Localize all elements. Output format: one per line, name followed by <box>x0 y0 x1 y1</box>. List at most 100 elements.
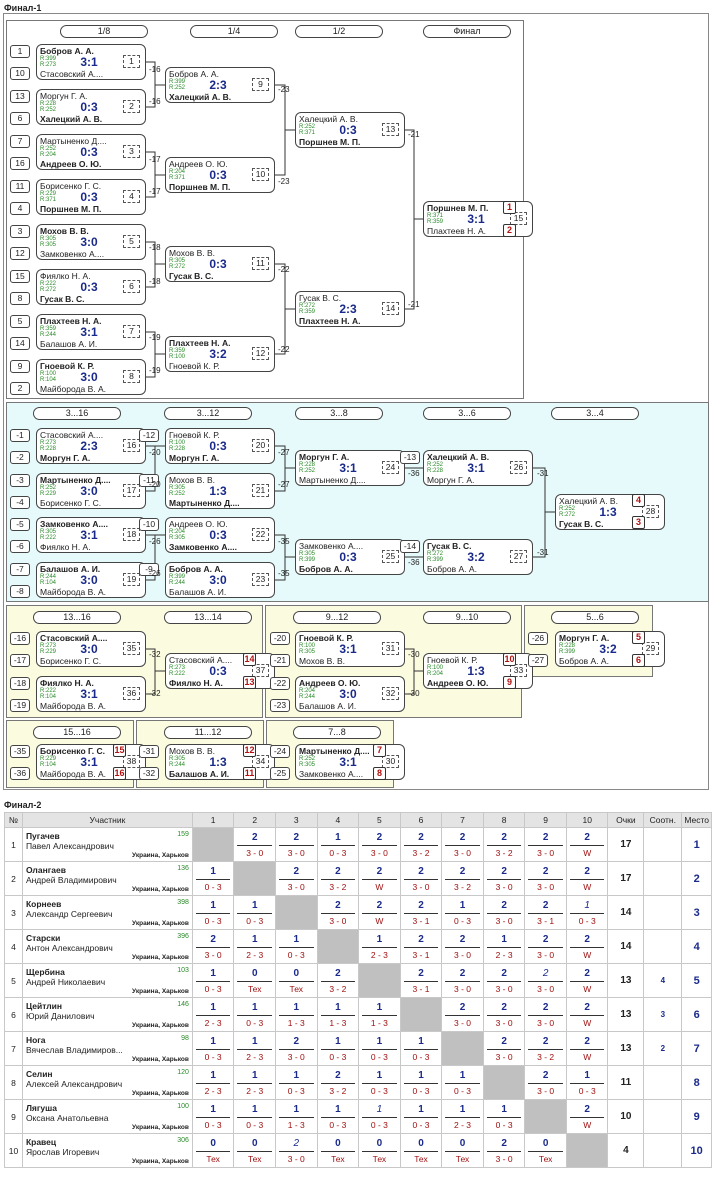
game-result-cell[interactable]: 10 - 3 <box>565 1065 609 1100</box>
game-result-cell[interactable]: 12 - 3 <box>233 1065 277 1100</box>
match-box[interactable]: Мохов В. В.R:305R:2441:334Балашов А. И. <box>165 744 275 780</box>
game-result-cell[interactable]: 12 - 3 <box>191 1065 235 1100</box>
participant-cell[interactable]: ЛягушаОксана Анатольевна100Украина, Харь… <box>21 1099 193 1134</box>
game-result-cell[interactable]: 2W <box>565 997 609 1032</box>
game-result-cell[interactable]: 23 - 0 <box>316 895 360 930</box>
match-box[interactable]: Халецкий А. В.R:252R:2283:126Моргун Г. А… <box>423 450 533 486</box>
game-result-cell[interactable]: 10 - 3 <box>399 1099 443 1134</box>
participant-cell[interactable]: ЦейтлинЮрий Данилович146Украина, Харьков <box>21 997 193 1032</box>
match-box[interactable]: Стасовский А....R:273R:2282:316Моргун Г.… <box>36 428 146 464</box>
game-result-cell[interactable]: 0Тех <box>524 1133 567 1168</box>
match-box[interactable]: Моргун Г. А.R:228R:2520:32Халецкий А. В. <box>36 89 146 125</box>
game-result-cell[interactable]: 23 - 0 <box>441 929 484 964</box>
participant-cell[interactable]: КорнеевАлександр Сергеевич398Украина, Ха… <box>21 895 193 930</box>
game-result-cell[interactable]: 23 - 0 <box>524 861 567 896</box>
match-box[interactable]: Бобров А. А.R:399R:2443:023Балашов А. И. <box>165 562 275 598</box>
game-result-cell[interactable]: 2W <box>565 1099 609 1134</box>
game-result-cell[interactable]: 0Тех <box>233 1133 277 1168</box>
match-box[interactable]: Борисенко Г. С.R:229R:1043:138Майборода … <box>36 744 146 780</box>
match-box[interactable]: Моргун Г. А.R:228R:2523:124Мартыненко Д.… <box>295 450 405 486</box>
game-result-cell[interactable]: 11 - 3 <box>275 997 318 1032</box>
match-box[interactable]: Халецкий А. В.R:252R:2721:328Гусак В. С. <box>555 494 665 530</box>
game-result-cell[interactable]: 0Тех <box>233 963 277 998</box>
match-box[interactable]: Плахтеев Н. А.R:359R:1003:212Гноевой К. … <box>165 336 275 372</box>
match-box[interactable]: Гусак В. С.R:272R:3592:314Плахтеев Н. А. <box>295 291 405 327</box>
match-box[interactable]: Мохов В. В.R:305R:2720:311Гусак В. С. <box>165 246 275 282</box>
game-result-cell[interactable]: 10 - 3 <box>191 1031 235 1066</box>
game-result-cell[interactable]: 10 - 3 <box>441 895 484 930</box>
game-result-cell[interactable]: 10 - 3 <box>358 1031 401 1066</box>
participant-cell[interactable]: СтарскиАнтон Александрович396Украина, Ха… <box>21 929 193 964</box>
game-result-cell[interactable]: 23 - 0 <box>482 963 526 998</box>
game-result-cell[interactable]: 10 - 3 <box>191 1099 235 1134</box>
game-result-cell[interactable]: 10 - 3 <box>316 827 360 862</box>
game-result-cell[interactable]: 10 - 3 <box>233 895 277 930</box>
game-result-cell[interactable]: 2W <box>565 827 609 862</box>
match-box[interactable]: Стасовский А....R:273R:2293:035Борисенко… <box>36 631 146 667</box>
game-result-cell[interactable]: 2W <box>358 861 401 896</box>
game-result-cell[interactable]: 23 - 0 <box>191 929 235 964</box>
game-result-cell[interactable]: 10 - 3 <box>316 1031 360 1066</box>
game-result-cell[interactable]: 10 - 3 <box>233 1099 277 1134</box>
game-result-cell[interactable]: 11 - 3 <box>275 1099 318 1134</box>
match-box[interactable]: Гусак В. С.R:272R:3993:227Бобров А. А. <box>423 539 533 575</box>
game-result-cell[interactable]: 23 - 0 <box>399 861 443 896</box>
game-result-cell[interactable]: 10 - 3 <box>191 861 235 896</box>
game-result-cell[interactable]: 23 - 0 <box>482 1031 526 1066</box>
game-result-cell[interactable]: 10 - 3 <box>565 895 609 930</box>
game-result-cell[interactable]: 10 - 3 <box>191 895 235 930</box>
participant-cell[interactable]: КравецЯрослав Игоревич306Украина, Харько… <box>21 1133 193 1168</box>
match-box[interactable]: Мартыненко Д....R:252R:3053:130Замковенк… <box>295 744 405 780</box>
game-result-cell[interactable]: 23 - 0 <box>441 963 484 998</box>
game-result-cell[interactable]: 23 - 0 <box>275 1133 318 1168</box>
game-result-cell[interactable]: 10 - 3 <box>399 1065 443 1100</box>
game-result-cell[interactable]: 23 - 0 <box>524 827 567 862</box>
match-box[interactable]: Моргун Г. А.R:228R:3993:229Бобров А. А. <box>555 631 665 667</box>
game-result-cell[interactable]: 0Тех <box>399 1133 443 1168</box>
game-result-cell[interactable]: 2W <box>565 963 609 998</box>
game-result-cell[interactable]: 23 - 2 <box>399 827 443 862</box>
game-result-cell[interactable]: 2W <box>565 929 609 964</box>
game-result-cell[interactable]: 10 - 3 <box>399 1031 443 1066</box>
game-result-cell[interactable]: 23 - 2 <box>441 861 484 896</box>
participant-cell[interactable]: НогаВячеслав Владимиров...98Украина, Хар… <box>21 1031 193 1066</box>
game-result-cell[interactable]: 23 - 0 <box>275 827 318 862</box>
match-box[interactable]: Гноевой К. Р.R:100R:1043:08Майборода В. … <box>36 359 146 395</box>
game-result-cell[interactable]: 23 - 2 <box>316 861 360 896</box>
game-result-cell[interactable]: 0Тех <box>275 963 318 998</box>
game-result-cell[interactable]: 23 - 0 <box>233 827 277 862</box>
game-result-cell[interactable]: 23 - 2 <box>524 1031 567 1066</box>
game-result-cell[interactable]: 23 - 0 <box>441 827 484 862</box>
game-result-cell[interactable]: 23 - 2 <box>482 827 526 862</box>
game-result-cell[interactable]: 2W <box>565 861 609 896</box>
match-box[interactable]: Балашов А. И.R:244R:1043:019Майборода В.… <box>36 562 146 598</box>
game-result-cell[interactable]: 23 - 0 <box>275 1031 318 1066</box>
match-box[interactable]: Фиялко Н. А.R:222R:2720:36Гусак В. С. <box>36 269 146 305</box>
match-box[interactable]: Бобров А. А.R:399R:2733:11Стасовский А..… <box>36 44 146 80</box>
game-result-cell[interactable]: 10 - 3 <box>316 1099 360 1134</box>
game-result-cell[interactable]: 23 - 0 <box>524 1065 567 1100</box>
match-box[interactable]: Замковенко А....R:305R:2223:118Фиялко Н.… <box>36 517 146 553</box>
game-result-cell[interactable]: 12 - 3 <box>191 997 235 1032</box>
game-result-cell[interactable]: 23 - 1 <box>399 895 443 930</box>
game-result-cell[interactable]: 10 - 3 <box>275 929 318 964</box>
game-result-cell[interactable]: 10 - 3 <box>191 963 235 998</box>
game-result-cell[interactable]: 23 - 0 <box>524 997 567 1032</box>
match-box[interactable]: Андреев О. Ю.R:204R:2443:032Балашов А. И… <box>295 676 405 712</box>
match-box[interactable]: Мартыненко Д....R:252R:2293:017Борисенко… <box>36 473 146 509</box>
game-result-cell[interactable]: 23 - 0 <box>441 997 484 1032</box>
game-result-cell[interactable]: 0Тех <box>441 1133 484 1168</box>
match-box[interactable]: Борисенко Г. С.R:229R:3710:34Поршнев М. … <box>36 179 146 215</box>
game-result-cell[interactable]: 23 - 1 <box>399 963 443 998</box>
participant-cell[interactable]: СелинАлексей Александрович120Украина, Ха… <box>21 1065 193 1100</box>
game-result-cell[interactable]: 23 - 0 <box>482 1133 526 1168</box>
game-result-cell[interactable]: 0Тех <box>191 1133 235 1168</box>
game-result-cell[interactable]: 23 - 0 <box>482 997 526 1032</box>
match-box[interactable]: Бобров А. А.R:399R:2522:39Халецкий А. В. <box>165 67 275 103</box>
match-box[interactable]: Гноевой К. Р.R:100R:2280:320Моргун Г. А. <box>165 428 275 464</box>
game-result-cell[interactable]: 0Тех <box>316 1133 360 1168</box>
match-box[interactable]: Замковенко А....R:305R:3990:325Бобров А.… <box>295 539 405 575</box>
game-result-cell[interactable]: 10 - 3 <box>441 1065 484 1100</box>
game-result-cell[interactable]: 12 - 3 <box>233 929 277 964</box>
game-result-cell[interactable]: 23 - 0 <box>524 929 567 964</box>
